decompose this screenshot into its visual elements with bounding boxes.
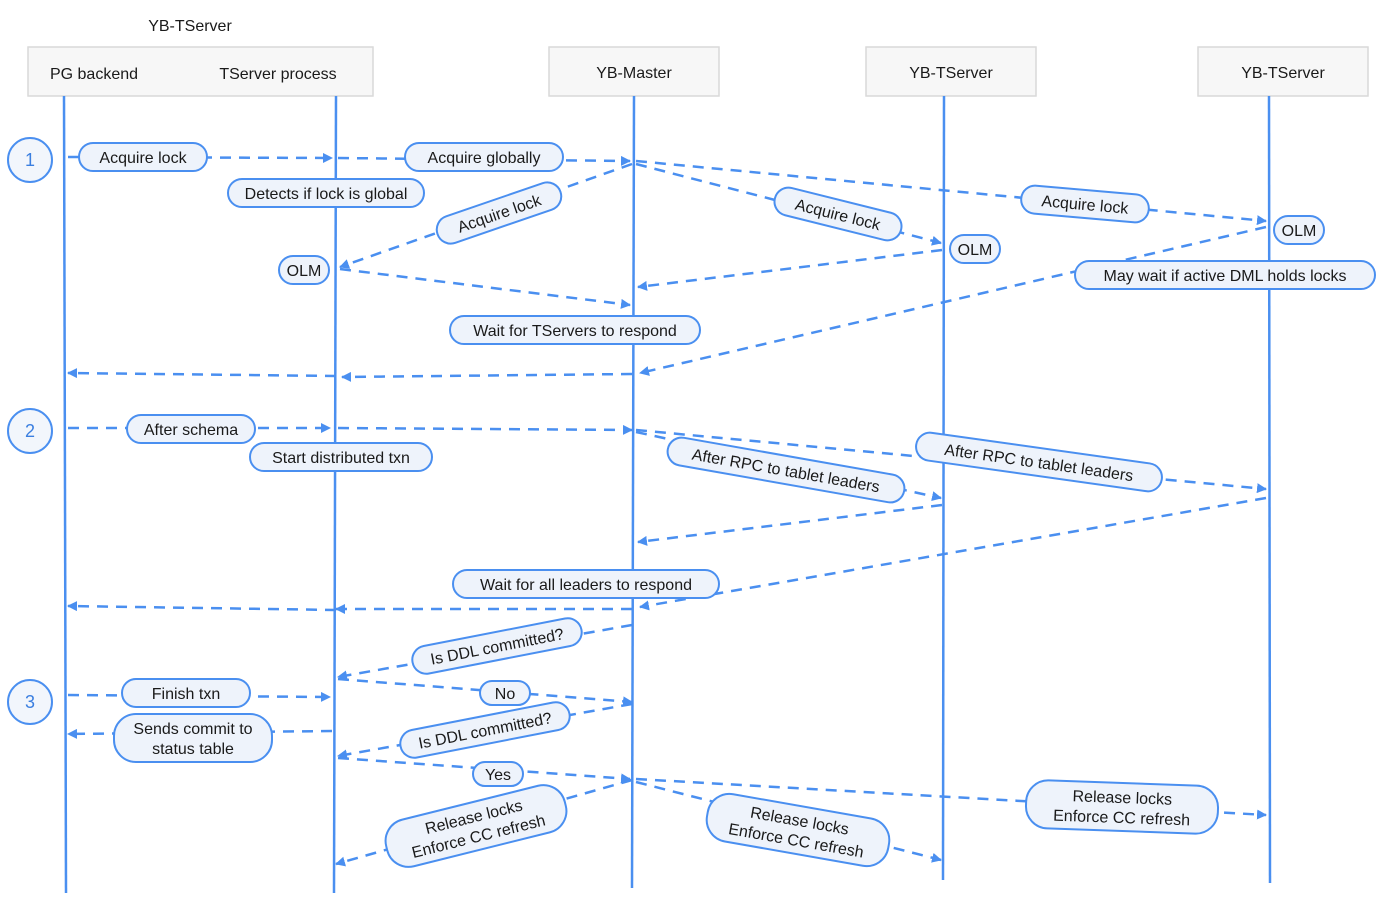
lifeline-yb-tserver-2 <box>941 95 946 881</box>
arrow-acquire-globally <box>337 155 631 166</box>
arrow-to-master-2 <box>337 424 633 435</box>
step-1-label: 1 <box>25 150 35 170</box>
tserver-group-header <box>27 46 374 97</box>
step-2: 2 <box>7 408 53 454</box>
message-label-text: Detects if lock is global <box>245 186 408 203</box>
message-label-text: Enforce CC refresh <box>1053 808 1190 830</box>
pill-wait-leaders: Wait for all leaders to respond <box>452 569 720 599</box>
pill-detects-global: Detects if lock is global <box>227 178 425 208</box>
message-label-text: OLM <box>958 242 993 259</box>
message-label-text: Start distributed txn <box>272 450 410 467</box>
arrow-rpc-ts3 <box>635 428 1267 494</box>
pill-rpc-ts3: After RPC to tablet leaders <box>915 431 1163 493</box>
arrow-master-to-tserver <box>341 371 633 382</box>
step-3: 3 <box>7 679 53 725</box>
arrow-finish-txn <box>67 691 331 702</box>
message-label-text: Yes <box>485 767 511 784</box>
pill-yes: Yes <box>472 761 524 787</box>
message-label-text: Wait for TServers to respond <box>473 323 677 340</box>
lifelines <box>62 95 1272 894</box>
column-header-yb-master: YB-Master <box>596 65 672 82</box>
column-header-pg-backend: PG backend <box>50 66 138 83</box>
pill-is-ddl-committed-1: Is DDL committed? <box>411 617 583 675</box>
pill-acquire-lock: Acquire lock <box>78 142 208 172</box>
lifeline-yb-master <box>630 95 636 889</box>
yb-master-header <box>548 46 720 97</box>
pill-sends-commit: Sends commit to status table <box>113 713 273 763</box>
message-labels: Acquire lock Acquire globally Detects if… <box>78 142 1376 868</box>
column-header-yb-tserver-3: YB-TServer <box>1241 65 1325 82</box>
pill-olm-ts2: OLM <box>949 234 1001 264</box>
pill-no: No <box>479 680 531 706</box>
arrow-is-ddl-committed-2 <box>337 702 633 760</box>
yb-tserver-2-header <box>865 46 1037 97</box>
pill-start-txn: Start distributed txn <box>249 442 433 472</box>
step-1: 1 <box>7 137 53 183</box>
group-title: YB-TServer <box>148 18 232 35</box>
pill-olm-ts3: OLM <box>1273 215 1325 245</box>
message-label-text: OLM <box>287 263 322 280</box>
pill-olm-pg: OLM <box>278 255 330 285</box>
step-3-label: 3 <box>25 692 35 712</box>
pill-release-ts3: Release locks Enforce CC refresh <box>1024 779 1220 835</box>
pill-rpc-ts2: After RPC to tablet leaders <box>666 436 906 504</box>
pill-acquire-lock-to-ts2: Acquire lock <box>773 186 903 242</box>
message-label-text: Sends commit to <box>133 721 252 738</box>
arrow-release-ts3 <box>635 777 1267 820</box>
arrow-tserver-to-pg-2 <box>67 601 337 612</box>
pill-release-pg: Release locks Enforce CC refresh <box>384 784 568 868</box>
column-header-tserver-process: TServer process <box>219 66 336 83</box>
pill-may-wait: May wait if active DML holds locks <box>1074 260 1376 290</box>
lifeline-tserver-process <box>332 95 338 894</box>
yb-tserver-3-header <box>1197 46 1369 97</box>
pill-acquire-lock-to-ts3: Acquire lock <box>1020 184 1150 224</box>
message-label-text: Wait for all leaders to respond <box>480 577 692 594</box>
arrow-ts2-response <box>637 503 943 546</box>
arrow-pg-olm-to-master <box>339 267 631 309</box>
lifeline-yb-tserver-3 <box>1267 95 1272 884</box>
pill-wait-tservers: Wait for TServers to respond <box>449 315 701 345</box>
pill-finish-txn: Finish txn <box>121 678 251 708</box>
arrow-yes <box>337 756 631 784</box>
arrow-ts3-response <box>639 496 1267 611</box>
message-label-text: Release locks <box>1072 788 1172 808</box>
arrow-sends-commit <box>67 728 333 739</box>
message-label-text: status table <box>152 741 234 758</box>
message-label-text: May wait if active DML holds locks <box>1103 268 1346 285</box>
pill-acquire-lock-to-pg: Acquire lock <box>435 181 563 245</box>
pill-acquire-globally: Acquire globally <box>404 142 564 172</box>
pill-after-schema: After schema <box>126 414 256 444</box>
message-label-text: After schema <box>144 422 238 439</box>
column-header-yb-tserver-2: YB-TServer <box>909 65 993 82</box>
arrow-ts3-to-master <box>639 225 1267 376</box>
step-2-label: 2 <box>25 421 35 441</box>
message-label-text: Acquire globally <box>428 150 541 167</box>
message-label-text: OLM <box>1282 223 1317 240</box>
message-label-text: Acquire lock <box>99 150 187 167</box>
message-label-text: No <box>495 686 516 703</box>
arrow-master-to-ts3 <box>635 159 1267 226</box>
arrow-is-ddl-committed-1 <box>337 623 633 681</box>
arrow-ts2-to-master <box>637 248 943 291</box>
pill-is-ddl-committed-2: Is DDL committed? <box>399 701 571 759</box>
message-label-text: Finish txn <box>152 686 220 703</box>
arrow-tserver-to-pg <box>67 368 337 379</box>
pill-release-ts2: Release locks Enforce CC refresh <box>705 792 891 868</box>
lifeline-pg-backend <box>62 95 68 894</box>
